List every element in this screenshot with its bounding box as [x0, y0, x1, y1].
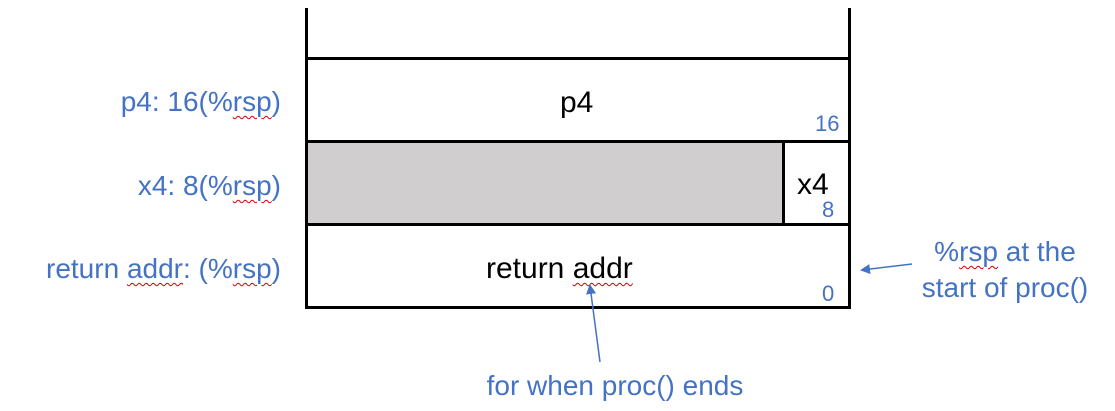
annot-percent: % [934, 236, 960, 267]
side-label-ret-addr: addr [126, 253, 183, 284]
annot-at-the: at the [997, 236, 1076, 267]
slot-x4-offset: 8 [822, 197, 835, 222]
stack-slot-x4 [782, 140, 851, 226]
annotation-rsp-start: %rsp at the start of proc() [900, 234, 1110, 307]
side-label-p4: p4: 16(%rsp) [121, 88, 281, 116]
annot-rsp: rsp [959, 236, 998, 267]
slot-addr-text: addr [572, 252, 633, 285]
slot-p4-label: p4 [560, 86, 594, 119]
side-label-p4-text: p4: 16(% [120, 86, 233, 117]
stack-upper-walls [305, 8, 851, 60]
side-label-x4: x4: 8(%rsp) [138, 172, 281, 200]
side-label-ret-rsp: rsp [232, 253, 272, 284]
side-label-x4-text: x4: 8(% [137, 170, 233, 201]
side-label-x4-tail: ) [271, 170, 281, 201]
slot-return-addr-offset: 0 [822, 281, 835, 306]
slot-x4-label: x4 [797, 168, 829, 201]
stack-slot-padding [305, 140, 785, 226]
side-label-return-addr: return addr: (%rsp) [46, 255, 281, 283]
slot-return-text: return [486, 252, 573, 285]
slot-return-addr-label: return addr [486, 254, 633, 284]
side-label-p4-rsp: rsp [232, 86, 272, 117]
side-label-ret-tail: ) [271, 253, 281, 284]
stack-slot-return-addr [305, 223, 851, 309]
annotation-rsp-start-line2: start of proc() [921, 272, 1089, 304]
annotation-proc-ends: for when proc() ends [486, 370, 744, 401]
side-label-x4-rsp: rsp [232, 170, 272, 201]
slot-p4-offset: 16 [815, 111, 840, 136]
side-label-p4-tail: ) [271, 86, 281, 117]
annotation-rsp-start-line1: %rsp at the [900, 234, 1110, 270]
side-label-ret-mid: : (% [182, 253, 233, 284]
side-label-ret-text: return [46, 253, 127, 284]
